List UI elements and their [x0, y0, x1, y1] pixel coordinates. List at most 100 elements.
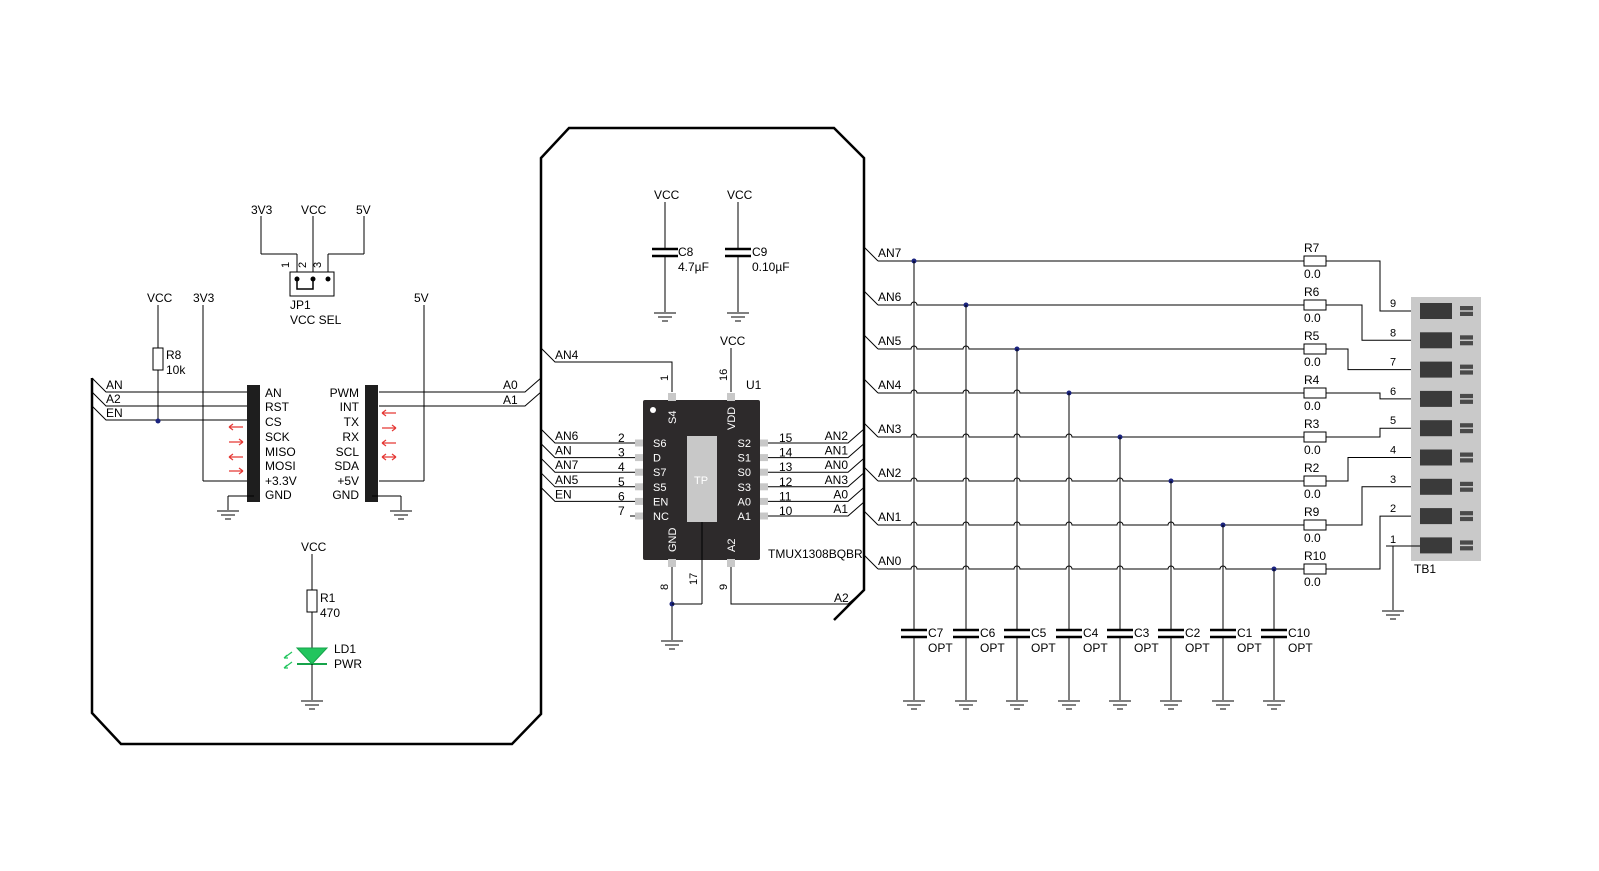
chip-right-net: A1	[833, 502, 848, 516]
ground-icon	[1211, 700, 1235, 710]
chip-right-pin-num: 13	[779, 460, 793, 474]
hl-0: AN	[265, 386, 282, 400]
an-entry	[863, 378, 879, 394]
tb-pin-num: 9	[1390, 298, 1396, 310]
chip-left-pad	[635, 439, 643, 447]
tb-wire	[1326, 348, 1420, 371]
chip-left-pin-num: 4	[618, 460, 625, 474]
series-resistor-ref: R3	[1304, 417, 1320, 431]
power-led: VCC R1 470 LD1 PWR	[283, 540, 362, 710]
tb-wire	[1326, 392, 1420, 400]
tb-wire	[1326, 304, 1420, 341]
c8-net: VCC	[654, 188, 680, 202]
chip-left-net: AN	[555, 444, 572, 458]
terminal-block-tb1: 1 TB1	[1381, 297, 1481, 620]
chip-part: TMUX1308BQBR	[768, 547, 863, 561]
an-entry	[863, 290, 879, 306]
an-wire	[878, 389, 1304, 394]
an-net-label: AN0	[878, 554, 902, 568]
hr-4: SCL	[336, 445, 360, 459]
an-net-label: AN1	[878, 510, 902, 524]
series-resistor	[1303, 299, 1327, 311]
r1-ref: R1	[320, 591, 336, 605]
series-resistor	[1303, 475, 1327, 487]
series-resistor	[1303, 343, 1327, 355]
c9-ref: C9	[752, 245, 768, 259]
led-label: PWR	[334, 657, 362, 671]
v33-label: 3V3	[193, 291, 215, 305]
ground-icon	[954, 700, 978, 710]
an-entry	[863, 554, 879, 570]
tb-slot	[1420, 361, 1452, 378]
chip-left-net: AN5	[555, 473, 579, 487]
left-power: VCC 3V3 5V R8 10k	[147, 291, 429, 482]
series-resistor-value: 0.0	[1304, 487, 1321, 501]
chip-right-net: AN1	[825, 444, 849, 458]
an-entry	[863, 334, 879, 350]
jp1-net-vcc: VCC	[301, 203, 327, 217]
cap-value: OPT	[980, 641, 1005, 655]
tb-pin-num: 3	[1390, 474, 1396, 486]
left-nets: AN A2 EN	[91, 377, 248, 424]
chip-left-pin-num: 7	[618, 504, 625, 518]
chip-right-pad	[760, 497, 768, 505]
tb-pin-num: 5	[1390, 415, 1396, 427]
chip-right-pin-name: A1	[738, 511, 751, 523]
chip-right-pin-name: A0	[738, 496, 751, 508]
cap-value: OPT	[1031, 641, 1056, 655]
r8-ref: R8	[166, 348, 182, 362]
chip-right-pin-name: S3	[738, 482, 751, 494]
jp1-pin-2: 2	[297, 262, 309, 268]
tb-pin-num: 7	[1390, 357, 1396, 369]
chip-pin-name-a2: A2	[726, 539, 738, 552]
ground-icon	[1005, 700, 1029, 710]
series-resistor-value: 0.0	[1304, 399, 1321, 413]
an-net-label: AN7	[878, 246, 902, 260]
chip-left-net: AN6	[555, 429, 579, 443]
chip-left-net: EN	[555, 487, 572, 501]
series-resistor	[1303, 431, 1327, 443]
chip-pin-name-gnd: GND	[667, 528, 679, 553]
chip-net-a2: A2	[834, 591, 849, 605]
net-a1-left: A1	[503, 393, 518, 407]
chip-left-pad	[635, 483, 643, 491]
series-resistor	[1303, 519, 1327, 531]
series-resistor-ref: R5	[1304, 329, 1320, 343]
jp1-pin-3: 3	[312, 262, 324, 268]
chip-right-pin-name: S0	[738, 467, 751, 479]
left-net-en: EN	[106, 406, 123, 420]
jp1-net-5v: 5V	[356, 203, 371, 217]
an-net-label: AN2	[878, 466, 902, 480]
chip-right-net: AN0	[825, 458, 849, 472]
chip-pin-17: 17	[688, 573, 700, 585]
led-icon	[295, 647, 329, 665]
chip-right-pad	[760, 439, 768, 447]
chip-right-wire	[768, 457, 865, 473]
chip-left-pin-num: 3	[618, 446, 625, 460]
chip-right-pin-num: 12	[779, 475, 793, 489]
an-entry	[863, 510, 879, 526]
chip-left-wire	[540, 472, 635, 488]
chip-ref: U1	[746, 378, 762, 392]
chip-right-pad	[760, 454, 768, 462]
header-left: AN RST CS SCK MISO MOSI +3.3V GND	[216, 385, 297, 520]
cap-value: OPT	[1237, 641, 1262, 655]
hl-1: RST	[265, 400, 290, 414]
jp1-ref: JP1	[290, 298, 311, 312]
tb-wire	[1326, 427, 1420, 438]
series-resistor-ref: R7	[1304, 241, 1320, 255]
caps-top: VCC C8 4.7µF VCC C9 0.10µF	[652, 188, 790, 322]
an-entry	[863, 422, 879, 438]
net-a0-left: A0	[503, 378, 518, 392]
cap-ref: C6	[980, 626, 996, 640]
c8-ref: C8	[678, 245, 694, 259]
hr-1: INT	[340, 400, 360, 414]
led-ref: LD1	[334, 642, 356, 656]
cap-ref: C10	[1288, 626, 1310, 640]
chip-right-wire	[768, 501, 865, 517]
hr-2: TX	[344, 415, 359, 429]
series-resistor-ref: R9	[1304, 505, 1320, 519]
hr-3: RX	[342, 430, 359, 444]
vcc-label-r8: VCC	[147, 291, 173, 305]
